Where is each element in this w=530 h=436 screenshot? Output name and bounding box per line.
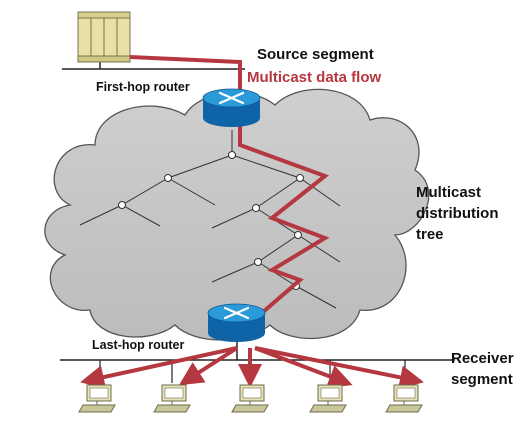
last-hop-router-icon [207, 303, 266, 342]
tree-node [118, 201, 126, 209]
tree-node [164, 174, 172, 182]
multicast-fanout-arrows [80, 346, 424, 390]
flow-arrow [80, 346, 238, 389]
last-hop-router-label: Last-hop router [92, 338, 184, 352]
workstation-icon [309, 384, 347, 413]
tree-node [252, 204, 260, 212]
tree-node [254, 258, 262, 266]
workstation-icon [78, 384, 116, 413]
first-hop-router-icon [202, 88, 261, 127]
flow-arrow [254, 346, 353, 388]
cloud [44, 88, 430, 341]
workstation-icon [385, 384, 423, 413]
distribution-tree-label-line1: Multicast [416, 184, 481, 201]
receiver-workstations [78, 384, 423, 413]
first-hop-router-label: First-hop router [96, 80, 190, 94]
receiver-segment-label-line2: segment [451, 371, 513, 388]
multicast-data-flow-label: Multicast data flow [247, 69, 382, 86]
flow-arrow [178, 346, 239, 386]
workstation-icon [231, 384, 269, 413]
distribution-tree-label-line2: distribution [416, 205, 499, 222]
flow-arrow [254, 346, 424, 390]
distribution-tree-label-line3: tree [416, 226, 444, 243]
receiver-segment-label-line1: Receiver [451, 350, 514, 367]
source-segment-label: Source segment [257, 46, 374, 63]
workstation-icon [153, 384, 191, 413]
tree-node [228, 151, 236, 159]
tree-node [294, 231, 302, 239]
tree-node [296, 174, 304, 182]
source-server-icon [77, 11, 131, 63]
